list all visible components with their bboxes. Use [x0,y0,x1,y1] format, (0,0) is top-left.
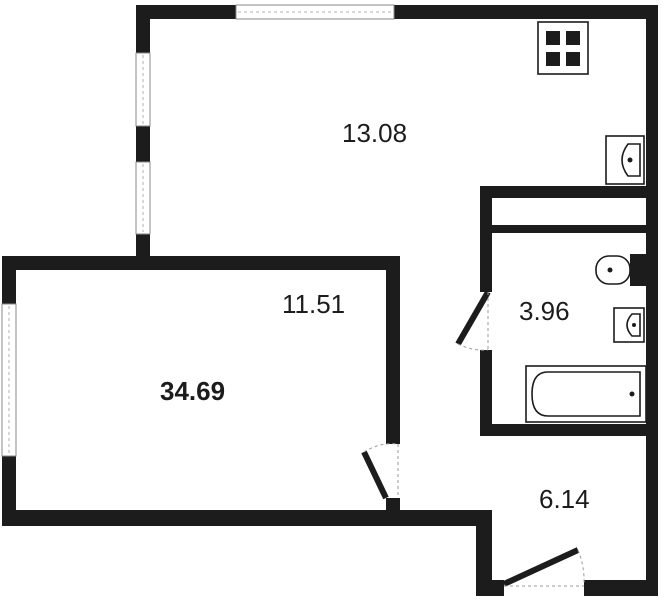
door-left-room-swing [363,443,399,453]
wall-left-room-right-stub [386,498,400,526]
wall-top-room-left-mid [136,126,150,162]
door-left-room-leaf [361,450,389,500]
wall-bath-partition [492,225,648,233]
wall-bath-bottom [480,424,658,436]
room-area-hallway: 6.14 [539,484,590,514]
door-entrance-leaf [502,547,580,587]
stove-icon [537,21,589,75]
door-bathroom-leaf [455,290,491,346]
door-entrance-swing [577,549,585,585]
wall-left-room-left-upper [2,256,16,304]
bathtub-icon [525,365,647,423]
wall-hall-bottom-left [476,580,504,596]
wall-top-room-left-upper [136,5,150,53]
wall-hall-left [476,510,492,596]
window-top-room-left-2 [135,161,151,235]
wall-bath-left-lower [480,350,492,436]
wall-left-room-top [2,256,400,270]
door-bathroom-swing [457,343,489,351]
wall-right-outer [646,5,658,595]
door-bathroom [455,290,491,351]
wall-top-right [394,5,658,19]
windows [1,4,395,457]
wall-top-left [136,5,236,19]
wall-left-room-left-lower [2,456,16,526]
window-left-room [1,303,17,457]
wall-left-room-right [386,256,400,444]
total-area: 34.69 [160,376,225,406]
wall-bath-top [480,186,658,198]
washbasin-icon [613,307,645,343]
room-area-bathroom: 3.96 [519,296,570,326]
wall-bath-left-upper [480,186,492,292]
doors [361,290,585,587]
wall-hall-bottom-right [584,580,658,596]
window-top [235,4,395,20]
room-area-left: 11.51 [282,289,345,319]
door-left-room [361,443,399,500]
sink-icon [605,135,645,185]
wall-left-room-bottom [2,510,492,526]
window-top-room-left-1 [135,52,151,127]
wall-top-room-left-lower [136,234,150,260]
room-area-top: 13.08 [342,118,407,148]
door-entrance [502,547,585,587]
toilet-icon [595,254,646,286]
walls [2,5,658,596]
